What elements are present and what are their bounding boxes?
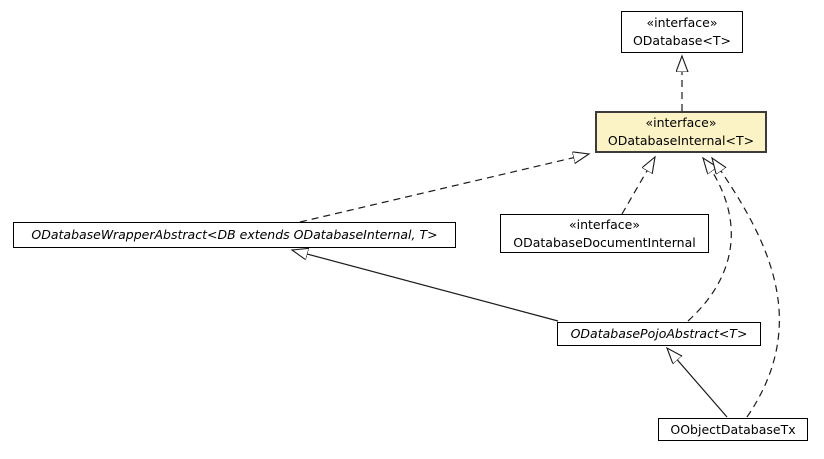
stereotype-label: «interface» [568,216,641,232]
class-box-odatabasepojoabstract[interactable]: ODatabasePojoAbstract<T> [557,322,761,346]
edge-pojoabstract-extends-wrapperabstract [292,250,559,322]
edge-objectdatabasetx-extends-pojoabstract [667,348,728,418]
class-name: ODatabasePojoAbstract<T> [570,326,748,341]
class-name: ODatabaseWrapperAbstract<DB extends ODat… [31,227,438,242]
class-box-odatabasewrapperabstract[interactable]: ODatabaseWrapperAbstract<DB extends ODat… [13,222,456,248]
class-name: ODatabaseInternal<T> [607,133,755,148]
edge-pojoabstract-implements-odatabaseinternal [687,158,732,322]
stereotype-label: «interface» [645,115,717,130]
class-box-odatabasedocumentinternal[interactable]: «interface» ODatabaseDocumentInternal [500,214,709,253]
class-box-odatabase[interactable]: «interface» ODatabase<T> [621,11,743,53]
edge-objectdatabasetx-implements-odatabaseinternal [712,158,780,418]
class-box-odatabaseinternal[interactable]: «interface» ODatabaseInternal<T> [595,111,767,153]
edge-documentinternal-extends-odatabaseinternal [621,157,655,215]
class-name: ODatabaseDocumentInternal [513,234,696,250]
class-name: OObjectDatabaseTx [670,421,796,437]
class-name: ODatabase<T> [632,33,732,48]
edge-wrapperabstract-implements-odatabaseinternal [299,154,589,223]
stereotype-label: «interface» [646,15,718,30]
class-box-oobjectdatabasetx[interactable]: OObjectDatabaseTx [658,418,808,441]
